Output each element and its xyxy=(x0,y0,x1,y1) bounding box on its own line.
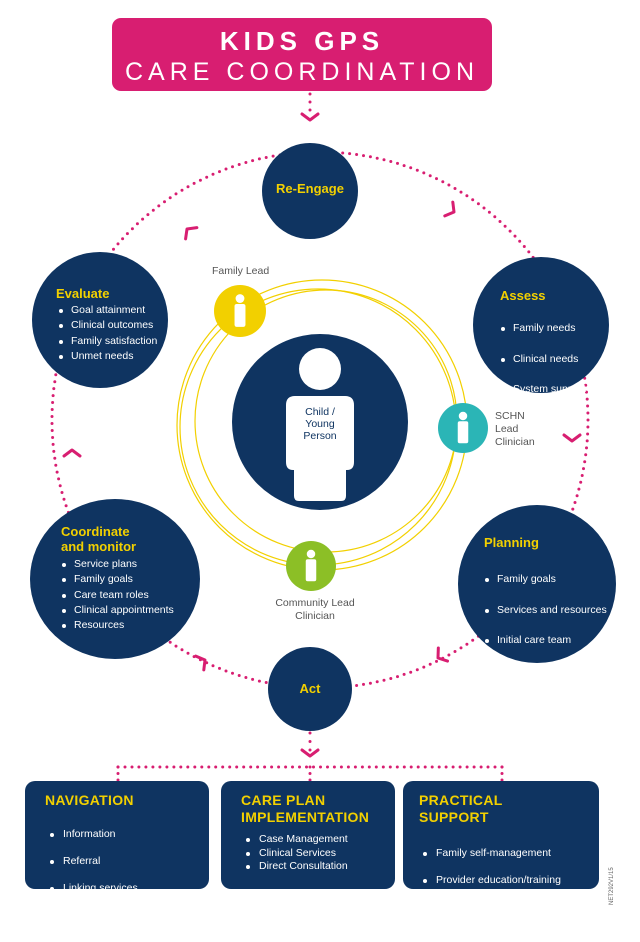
list-item: Provider education/training xyxy=(422,874,583,888)
reference-code: NET292V1/15 xyxy=(609,867,615,905)
flow-arrows xyxy=(62,112,582,758)
stage-coordinate-title: Coordinate and monitor xyxy=(61,524,137,554)
list-item: Initial care team xyxy=(485,633,607,648)
list-item: Clinical outcomes xyxy=(59,318,157,333)
stage-planning-list: Family goals Services and resources Init… xyxy=(485,557,607,710)
care-team-icons xyxy=(214,285,488,591)
stage-coordinate-monitor: Coordinate and monitor Service plans Fam… xyxy=(30,499,200,659)
list-item: System support needs xyxy=(501,382,586,413)
stage-planning-title: Planning xyxy=(484,535,539,550)
stage-act: Act xyxy=(268,647,352,731)
list-item: Family self-management xyxy=(422,847,583,861)
list-item: Information xyxy=(49,828,138,842)
box-practical-list: Family self-management Provider educatio… xyxy=(422,833,583,942)
stage-assess: Assess Family needs Clinical needs Syste… xyxy=(473,257,609,411)
list-item: Referral xyxy=(49,855,138,869)
stage-planning: Planning Family goals Services and resou… xyxy=(458,505,616,692)
list-item: Family goals xyxy=(485,572,607,587)
schn-lead-clinician-label: SCHN Lead Clinician xyxy=(495,410,535,448)
list-item: Team roles and responsibilites xyxy=(485,664,607,695)
box-care-plan-list: Case Management Clinical Services Direct… xyxy=(245,833,348,874)
list-item: Family satisfaction xyxy=(59,334,157,349)
box-navigation-title: NAVIGATION xyxy=(45,792,134,808)
list-item: Direct Consultation xyxy=(245,860,348,874)
family-lead-label: Family Lead xyxy=(212,265,270,277)
list-item: Linking services and resources xyxy=(49,882,138,909)
stage-evaluate-list: Goal attainment Clinical outcomes Family… xyxy=(59,303,157,364)
box-navigation: NAVIGATION Information Referral Linking … xyxy=(25,781,209,908)
box-practical-title: PRACTICAL SUPPORT xyxy=(419,792,503,825)
list-item: Resources xyxy=(62,618,174,633)
list-item: Family needs xyxy=(501,321,586,336)
title-banner: KIDS GPS CARE COORDINATION xyxy=(112,18,492,91)
list-item: Care team roles xyxy=(62,588,174,603)
stage-coordinate-list: Service plans Family goals Care team rol… xyxy=(62,557,174,633)
box-care-plan-title: CARE PLAN IMPLEMENTATION xyxy=(241,792,370,825)
box-practical-support: PRACTICAL SUPPORT Family self-management… xyxy=(403,781,599,927)
stage-evaluate-title: Evaluate xyxy=(56,286,110,301)
child-person-icon xyxy=(286,348,354,501)
list-item: Coaching, family education and managemen… xyxy=(422,901,583,928)
title-kids-gps: KIDS GPS xyxy=(219,26,385,56)
stage-evaluate: Evaluate Goal attainment Clinical outcom… xyxy=(32,252,168,388)
list-item: Unmet needs xyxy=(59,349,157,364)
box-navigation-list: Information Referral Linking services an… xyxy=(49,814,138,923)
stage-assess-list: Family needs Clinical needs System suppo… xyxy=(501,306,586,428)
list-item: Services and resources xyxy=(485,603,607,618)
stage-act-title: Act xyxy=(299,681,321,696)
stage-reengage-title: Re-Engage xyxy=(276,181,344,196)
list-item: Clinical needs xyxy=(501,352,586,367)
stage-reengage: Re-Engage xyxy=(262,143,358,239)
list-item: Service plans xyxy=(62,557,174,572)
title-care-coordination: CARE COORDINATION xyxy=(125,58,479,86)
list-item: Case Management xyxy=(245,833,348,847)
list-item: Clinical appointments xyxy=(62,603,174,618)
child-young-person-label: Child / Young Person xyxy=(303,406,337,442)
list-item: Clinical Services xyxy=(245,847,348,861)
stage-assess-title: Assess xyxy=(500,288,546,303)
community-lead-clinician-label: Community Lead Clinician xyxy=(275,597,355,622)
list-item: Goal attainment xyxy=(59,303,157,318)
list-item: Family goals xyxy=(62,572,174,587)
box-care-plan-implementation: CARE PLAN IMPLEMENTATION Case Management… xyxy=(221,781,395,889)
